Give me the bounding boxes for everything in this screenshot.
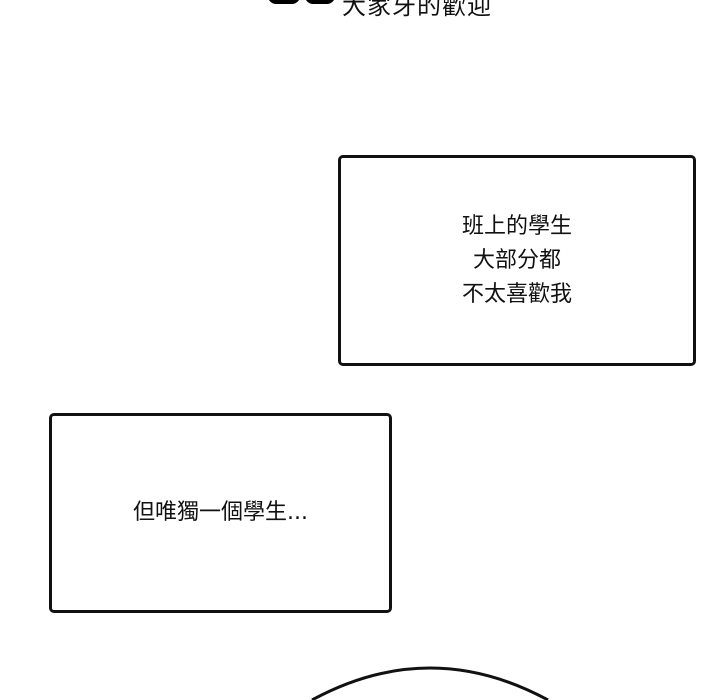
- narration-box-2: 但唯獨一個學生...: [49, 413, 392, 613]
- top-caption: 大家牙的歡迎: [342, 0, 492, 20]
- narration-line: 不太喜歡我: [461, 281, 572, 307]
- narration-box-1: 班上的學生 大部分都 不太喜歡我: [338, 155, 696, 366]
- narration-line: 班上的學生: [461, 213, 572, 239]
- speech-bubble-tail-fragment: [305, 0, 335, 4]
- speech-bubble-tail-fragment: [268, 0, 300, 4]
- narration-line: 但唯獨一個學生...: [133, 500, 308, 525]
- speech-bubble-top-arc: [311, 666, 549, 700]
- narration-line: 大部分都: [472, 247, 561, 273]
